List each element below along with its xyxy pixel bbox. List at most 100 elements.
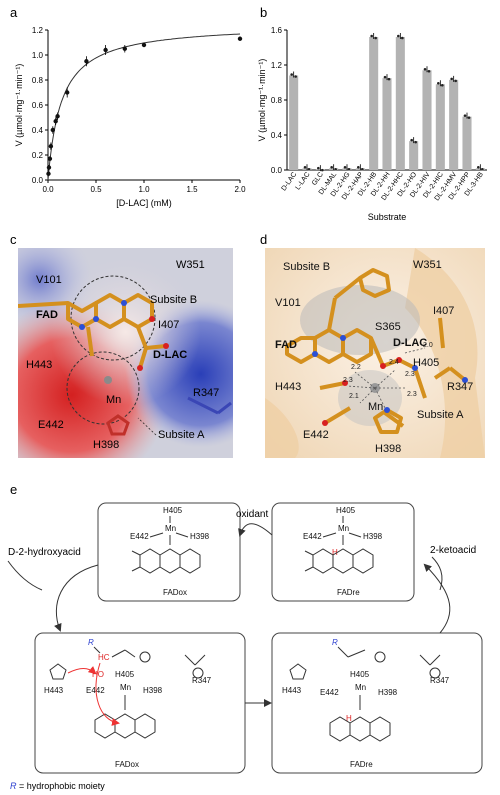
b-point <box>387 77 391 81</box>
a-xtick-label: 1.0 <box>138 185 150 194</box>
d-label-mn: Mn <box>368 401 383 413</box>
d-distance-4: 2.2 <box>351 364 361 371</box>
br-mn: Mn <box>355 683 366 692</box>
b-point <box>334 167 337 171</box>
b-point <box>370 34 373 38</box>
a-ytick-label: 0.2 <box>32 151 44 160</box>
b-point <box>383 75 387 79</box>
c-label-fad: FAD <box>36 309 58 321</box>
b-bar <box>395 37 405 170</box>
a-ytick-label: 0.6 <box>32 101 44 110</box>
d-label-i407: I407 <box>433 305 454 317</box>
d-label-h443: H443 <box>275 381 301 393</box>
b-point <box>427 69 431 73</box>
d-label-h405: H405 <box>413 357 439 369</box>
a-ytick-label: 0.0 <box>32 176 44 185</box>
b-ytick-label: 1.6 <box>271 26 283 35</box>
b-point <box>361 167 364 171</box>
b-category-label: L-LAC <box>295 171 312 191</box>
a-xtick-label: 2.0 <box>234 185 246 194</box>
a-data-point <box>237 36 243 41</box>
tl-h398: H398 <box>190 532 210 541</box>
b-ylabel: V (µmol·mg⁻¹·min⁻¹) <box>257 59 267 142</box>
b-point <box>374 36 377 40</box>
d-label-subsite-b: Subsite B <box>283 261 330 273</box>
b-point <box>437 81 440 85</box>
d-label-r347: R347 <box>447 381 473 393</box>
a-data-point <box>55 114 60 119</box>
tr-fad: FADre <box>337 588 360 597</box>
b-point <box>303 165 307 169</box>
bl-h405: H405 <box>115 670 135 679</box>
br-fad: FADre <box>350 760 373 769</box>
b-point <box>290 73 293 76</box>
c-label-r347: R347 <box>193 387 219 399</box>
a-ytick-label: 1.2 <box>32 26 44 35</box>
bl-hc: HC <box>98 653 110 662</box>
legend-r-text: R = hydrophobic moiety <box>10 781 105 791</box>
b-bar <box>435 84 445 170</box>
a-ylabel: V (µmol·mg⁻¹·min⁻¹) <box>14 64 24 147</box>
label-ketoacid: 2-ketoacid <box>430 545 476 556</box>
b-point <box>477 165 480 169</box>
tr-e442: E442 <box>303 532 322 541</box>
box-top-right <box>271 502 415 602</box>
b-point <box>330 165 333 169</box>
catalytic-cycle: oxidant D-2-hydroxyacid 2-ketoacid H405 … <box>7 502 483 791</box>
b-point <box>307 167 311 171</box>
bl-h398: H398 <box>143 686 163 695</box>
d-label-subsite-a: Subsite A <box>417 409 464 421</box>
tl-h405: H405 <box>163 506 183 515</box>
a-xtick-label: 0.5 <box>90 185 102 194</box>
bl-r347: R347 <box>192 676 212 685</box>
b-point <box>450 77 453 81</box>
b-point <box>481 167 484 171</box>
b-point <box>343 165 347 169</box>
a-ytick-label: 1.0 <box>32 51 44 60</box>
bl-mn: Mn <box>120 683 131 692</box>
d-distance-5: 2.3 <box>343 377 353 384</box>
box-bottom-left <box>34 632 246 774</box>
stick-render: 2.0 2.3 2.3 2.2 2.3 2.1 2.4 Subsite B W3… <box>265 248 485 458</box>
bl-r: R <box>88 638 94 647</box>
box-top-left <box>97 502 241 602</box>
d-label-s365: S365 <box>375 321 401 333</box>
b-ytick-label: 0.0 <box>271 166 283 175</box>
b-point <box>454 79 457 83</box>
b-ytick-label: 0.8 <box>271 96 283 105</box>
b-xlabel: Substrate <box>368 212 407 222</box>
b-point <box>441 83 444 87</box>
a-data-point <box>47 156 53 161</box>
b-point <box>317 166 320 170</box>
a-xtick-label: 0.0 <box>42 185 54 194</box>
tr-h405: H405 <box>336 506 356 515</box>
tl-mn: Mn <box>165 524 176 533</box>
tl-e442: E442 <box>130 532 149 541</box>
c-label-subsite-a: Subsite A <box>158 429 205 441</box>
d-distance-2: 2.3 <box>405 371 415 378</box>
b-bar <box>409 141 419 170</box>
bl-h443: H443 <box>44 686 64 695</box>
c-label-v101: V101 <box>36 274 62 286</box>
b-point <box>463 114 467 117</box>
label-hydroxyacid: D-2-hydroxyacid <box>8 547 81 558</box>
label-oxidant: oxidant <box>236 509 268 520</box>
c-label-w351: W351 <box>176 259 205 271</box>
chart-b: 0.00.40.81.21.6V (µmol·mg⁻¹·min⁻¹)D-LACL… <box>257 26 487 222</box>
a-ytick-label: 0.8 <box>32 76 44 85</box>
a-data-point <box>141 42 147 48</box>
b-point <box>357 165 360 169</box>
br-r347: R347 <box>430 676 450 685</box>
b-ytick-label: 1.2 <box>271 61 283 70</box>
d-label-dlac: D-LAC <box>393 337 427 349</box>
a-data-point <box>65 90 70 95</box>
b-bar <box>289 75 299 170</box>
a-fit-curve <box>47 33 241 181</box>
c-label-i407: I407 <box>158 319 179 331</box>
a-ytick-label: 0.4 <box>32 126 44 135</box>
b-point <box>414 140 417 144</box>
a-data-point <box>46 165 52 170</box>
b-bar <box>462 116 472 170</box>
a-xtick-label: 1.5 <box>186 185 198 194</box>
panel-label-e: e <box>10 482 18 497</box>
